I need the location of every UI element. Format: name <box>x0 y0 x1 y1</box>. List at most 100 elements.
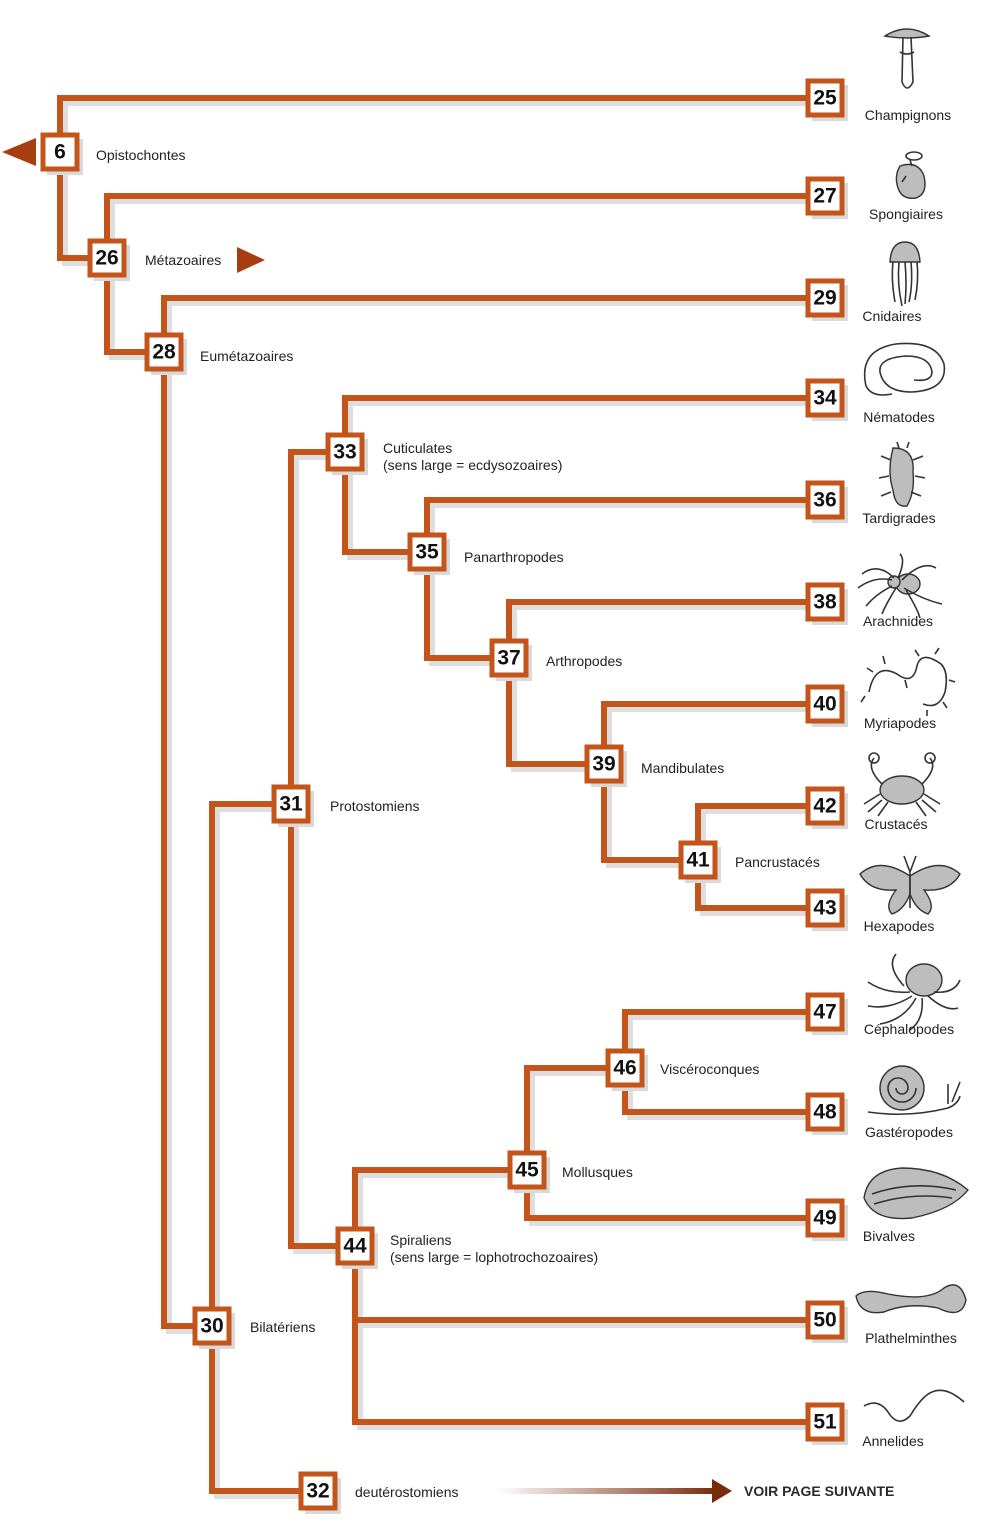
node-33: 33 <box>325 432 368 475</box>
label-arthropodes: Arthropodes <box>546 653 622 669</box>
svg-text:39: 39 <box>592 753 615 776</box>
branch-spiraliens <box>352 1167 828 1425</box>
node-35: 35 <box>407 532 450 575</box>
node-6: 6 <box>40 132 83 175</box>
svg-text:31: 31 <box>279 793 303 816</box>
branch-opistochontes <box>57 95 828 261</box>
svg-text:48: 48 <box>813 1101 837 1124</box>
node-26: 26 <box>87 238 130 281</box>
label-deuterostomiens: deutérostomiens <box>355 1484 459 1500</box>
svg-text:46: 46 <box>613 1057 636 1080</box>
svg-text:26: 26 <box>95 247 118 270</box>
node-45: 45 <box>507 1150 550 1193</box>
branch-protostomiens <box>288 449 358 1249</box>
label-cuticulates: Cuticulates <box>383 440 452 456</box>
branch-bilateriens <box>209 801 321 1494</box>
svg-text:32: 32 <box>306 1480 329 1503</box>
node-32: 32 <box>298 1471 341 1514</box>
snail-icon <box>867 1065 961 1116</box>
nodes: 6 26 28 30 31 32 33 35 37 39 41 44 45 46… <box>40 78 848 1514</box>
node-31: 31 <box>271 784 314 827</box>
node-42: 42 <box>805 786 848 829</box>
tardigrade-icon <box>878 441 926 507</box>
svg-text:36: 36 <box>813 489 836 512</box>
node-27: 27 <box>805 176 848 219</box>
node-38: 38 <box>805 582 848 625</box>
label-mollusques: Mollusques <box>562 1164 633 1180</box>
node-36: 36 <box>805 480 848 523</box>
branch-cuticulates <box>342 395 828 555</box>
label-gasteropodes: Gastéropodes <box>865 1124 953 1140</box>
node-43: 43 <box>805 888 848 931</box>
branches <box>57 95 828 1494</box>
branch-mollusques <box>524 1065 828 1221</box>
svg-text:34: 34 <box>813 387 837 410</box>
node-34: 34 <box>805 378 848 421</box>
label-champignons: Champignons <box>865 107 951 123</box>
label-crustaces: Crustacés <box>864 816 927 832</box>
svg-text:28: 28 <box>152 341 176 364</box>
svg-text:49: 49 <box>813 1207 836 1230</box>
label-pancrustaces: Pancrustacés <box>735 854 820 870</box>
svg-text:35: 35 <box>415 541 439 564</box>
label-spongiaires: Spongiaires <box>869 206 943 222</box>
svg-text:40: 40 <box>813 693 836 716</box>
branch-mandibulates <box>601 701 828 863</box>
branch-panarthropodes <box>424 497 828 661</box>
spider-icon <box>857 553 943 619</box>
illustrations <box>855 28 969 1422</box>
label-tardigrades: Tardigrades <box>862 510 935 526</box>
node-41: 41 <box>678 840 721 883</box>
svg-text:27: 27 <box>813 185 836 208</box>
label-nematodes: Nématodes <box>863 409 935 425</box>
svg-text:47: 47 <box>813 1001 836 1024</box>
label-metazoaires: Métazoaires <box>145 252 221 268</box>
sponge-icon <box>895 151 926 199</box>
label-cephalopodes: Céphalopodes <box>864 1021 954 1037</box>
svg-text:37: 37 <box>497 647 520 670</box>
label-spiraliens-sub: (sens large = lophotrochozoaires) <box>390 1249 598 1265</box>
millipede-icon <box>860 647 956 716</box>
label-myriapodes: Myriapodes <box>864 715 936 731</box>
svg-text:51: 51 <box>813 1411 837 1434</box>
label-cuticulates-sub: (sens large = ecdysozoaires) <box>383 457 562 473</box>
svg-text:44: 44 <box>343 1235 367 1258</box>
svg-text:50: 50 <box>813 1309 836 1332</box>
branch-metazoaires <box>104 193 828 355</box>
label-plathelminthes: Plathelminthes <box>865 1330 957 1346</box>
jellyfish-icon <box>889 241 921 307</box>
node-46: 46 <box>605 1048 648 1091</box>
label-visceroconques: Viscéroconques <box>660 1061 759 1077</box>
svg-text:45: 45 <box>515 1159 539 1182</box>
node-25: 25 <box>805 78 848 121</box>
label-annelides: Annelides <box>862 1433 924 1449</box>
octopus-icon <box>867 953 961 1031</box>
branch-shadows <box>62 100 830 1499</box>
label-cnidaires: Cnidaires <box>862 308 921 324</box>
node-30: 30 <box>192 1306 235 1349</box>
label-protostomiens: Protostomiens <box>330 798 419 814</box>
nematode-icon <box>863 342 946 396</box>
node-49: 49 <box>805 1198 848 1241</box>
crab-icon <box>863 752 941 817</box>
node-47: 47 <box>805 992 848 1035</box>
label-eumetazoaires: Eumétazoaires <box>200 348 293 364</box>
label-arachnides: Arachnides <box>863 613 933 629</box>
svg-text:42: 42 <box>813 795 836 818</box>
butterfly-icon <box>859 855 961 915</box>
label-bivalves: Bivalves <box>863 1228 915 1244</box>
label-hexapodes: Hexapodes <box>864 918 935 934</box>
earthworm-icon <box>863 1389 965 1422</box>
arrow-head-icon <box>712 1479 732 1503</box>
node-51: 51 <box>805 1402 848 1445</box>
node-40: 40 <box>805 684 848 727</box>
label-spiraliens: Spiraliens <box>390 1232 451 1248</box>
label-bilateriens: Bilatériens <box>250 1319 315 1335</box>
next-page-label: VOIR PAGE SUIVANTE <box>744 1483 894 1499</box>
svg-text:43: 43 <box>813 897 836 920</box>
label-opistochontes: Opistochontes <box>96 147 186 163</box>
right-arrow-icon <box>237 247 265 273</box>
svg-text:30: 30 <box>200 1315 223 1338</box>
node-50: 50 <box>805 1300 848 1343</box>
